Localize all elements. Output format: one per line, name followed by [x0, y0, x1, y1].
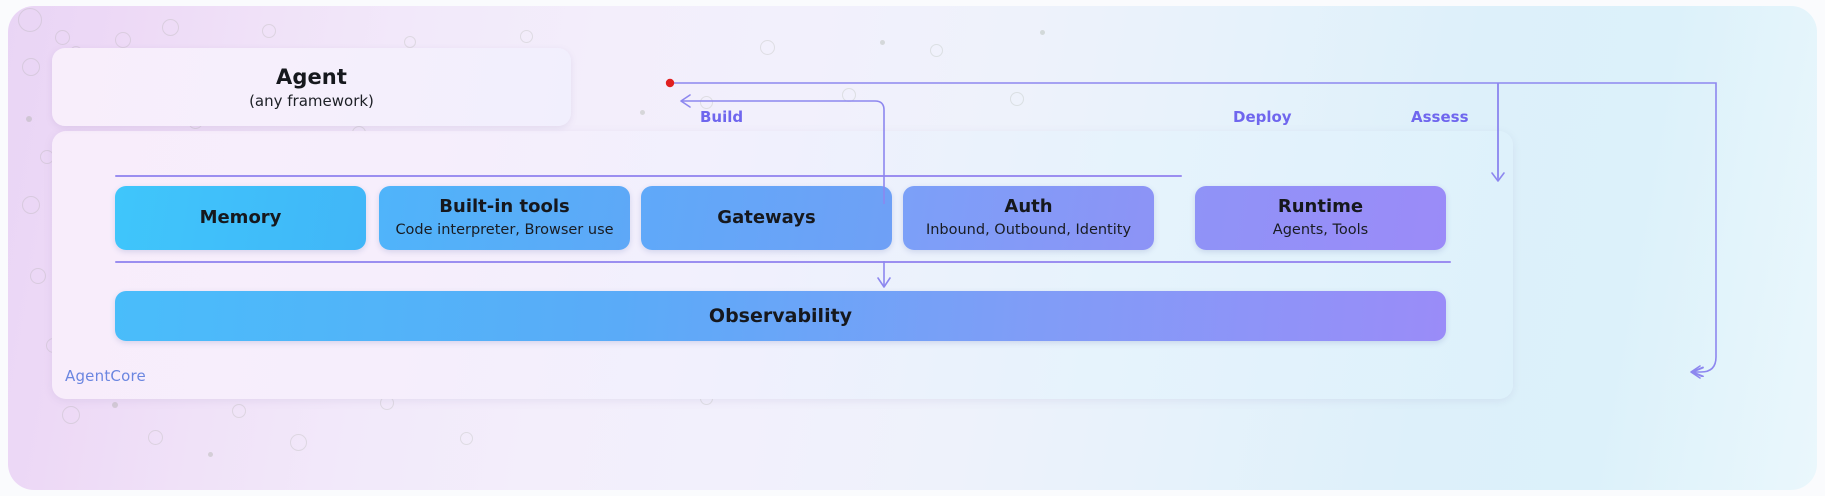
observability-bar[interactable]: Observability [115, 291, 1446, 341]
capability-box-auth[interactable]: Auth Inbound, Outbound, Identity [903, 186, 1154, 250]
capability-title: Memory [199, 206, 282, 228]
capability-title: Built-in tools [439, 196, 570, 218]
capability-title: Runtime [1277, 196, 1364, 218]
capability-title: Auth [1004, 196, 1053, 218]
flow-label-assess: Assess [1411, 108, 1469, 126]
flow-label-deploy: Deploy [1233, 108, 1292, 126]
agent-card[interactable]: Agent (any framework) [52, 48, 571, 126]
agent-subtitle: (any framework) [249, 91, 374, 110]
capability-box-runtime[interactable]: Runtime Agents, Tools [1195, 186, 1446, 250]
observability-title: Observability [708, 305, 853, 327]
rail-bottom [115, 261, 1451, 263]
capability-box-memory[interactable]: Memory [115, 186, 366, 250]
rail-top [115, 175, 1182, 177]
agentcore-panel [52, 131, 1513, 399]
capability-subtitle: Inbound, Outbound, Identity [925, 222, 1132, 238]
capability-box-tools[interactable]: Built-in tools Code interpreter, Browser… [379, 186, 630, 250]
agentcore-label: AgentCore [65, 367, 146, 385]
agent-title: Agent [275, 64, 348, 89]
capability-title: Gateways [717, 206, 816, 228]
capability-box-gateways[interactable]: Gateways [641, 186, 892, 250]
capability-subtitle: Agents, Tools [1272, 222, 1369, 238]
capability-subtitle: Code interpreter, Browser use [395, 222, 614, 238]
flow-label-build: Build [700, 108, 744, 126]
